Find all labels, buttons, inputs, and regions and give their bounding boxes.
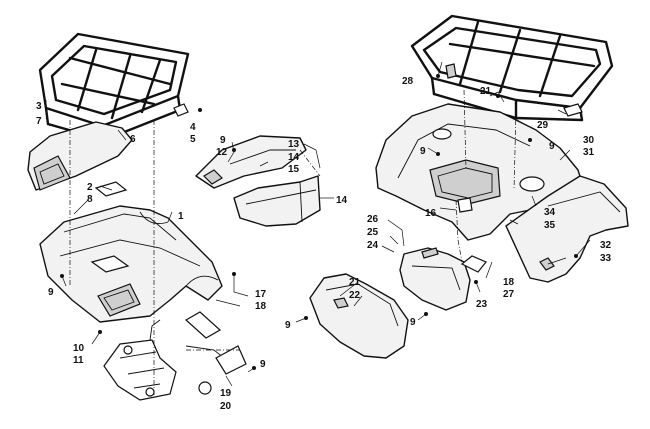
callout-20: 20 — [220, 401, 232, 412]
callout-9-splash-right: 9 — [410, 317, 416, 328]
front-cover-panel — [27, 121, 133, 191]
callout-9-rear-fender: 9 — [420, 146, 426, 157]
callout-21-splash: 21 — [349, 277, 361, 288]
callout-13: 13 — [288, 139, 300, 150]
callout-19: 19 — [220, 388, 232, 399]
splash-guard — [309, 273, 409, 359]
callout-9-front-fender: 9 — [48, 287, 54, 298]
front-fender — [39, 205, 223, 323]
callout-7: 7 — [36, 116, 42, 127]
callout-26: 26 — [367, 214, 379, 225]
callout-30: 30 — [583, 135, 595, 146]
rear-side-fender — [505, 175, 629, 283]
assembly-lines — [69, 89, 517, 400]
mount-bracket — [184, 311, 247, 395]
callout-2: 2 — [87, 182, 93, 193]
callout-31: 31 — [583, 147, 595, 158]
fasteners — [60, 74, 578, 370]
callout-9-side-panel: 9 — [220, 135, 226, 146]
side-panel-right — [233, 175, 321, 227]
callout-3: 3 — [36, 101, 42, 112]
side-panel-left — [195, 135, 307, 189]
callout-29: 29 — [537, 120, 549, 131]
callout-25: 25 — [367, 227, 379, 238]
callout-35: 35 — [544, 220, 556, 231]
callout-12: 12 — [216, 147, 228, 158]
callout-28: 28 — [402, 76, 414, 87]
callout-labels: 1 2 3 4 5 6 7 8 9 9 9 9 9 9 9 10 11 12 1… — [36, 76, 612, 412]
footwell-bracket — [103, 319, 177, 401]
callout-17: 17 — [255, 289, 267, 300]
callout-18-rear: 18 — [503, 277, 515, 288]
callout-5: 5 — [190, 134, 196, 145]
callout-4: 4 — [190, 122, 196, 133]
callout-18-front: 18 — [255, 301, 267, 312]
callout-9-rear-rack: 9 — [549, 141, 555, 152]
callout-14-upper: 14 — [288, 152, 300, 163]
front-rack — [38, 32, 190, 142]
callout-11: 11 — [73, 355, 84, 366]
callout-24: 24 — [367, 240, 379, 251]
callout-9-bracket: 9 — [260, 359, 266, 370]
callout-21-rear: 21 — [480, 86, 492, 97]
rear-rack — [410, 14, 614, 122]
callout-32: 32 — [600, 240, 612, 251]
callout-14-lower: 14 — [336, 195, 348, 206]
callout-22: 22 — [349, 290, 361, 301]
callout-23: 23 — [476, 299, 488, 310]
lower-rear-panel — [399, 247, 487, 311]
callout-10: 10 — [73, 343, 85, 354]
callout-9-splash-left: 9 — [285, 320, 291, 331]
callout-1: 1 — [178, 211, 184, 222]
callout-33: 33 — [600, 253, 612, 264]
callout-16: 16 — [425, 208, 437, 219]
callout-15: 15 — [288, 164, 300, 175]
callout-8: 8 — [87, 194, 93, 205]
callout-27: 27 — [503, 289, 515, 300]
callout-6: 6 — [130, 134, 136, 145]
callout-34: 34 — [544, 207, 556, 218]
decal-plate — [94, 181, 128, 197]
